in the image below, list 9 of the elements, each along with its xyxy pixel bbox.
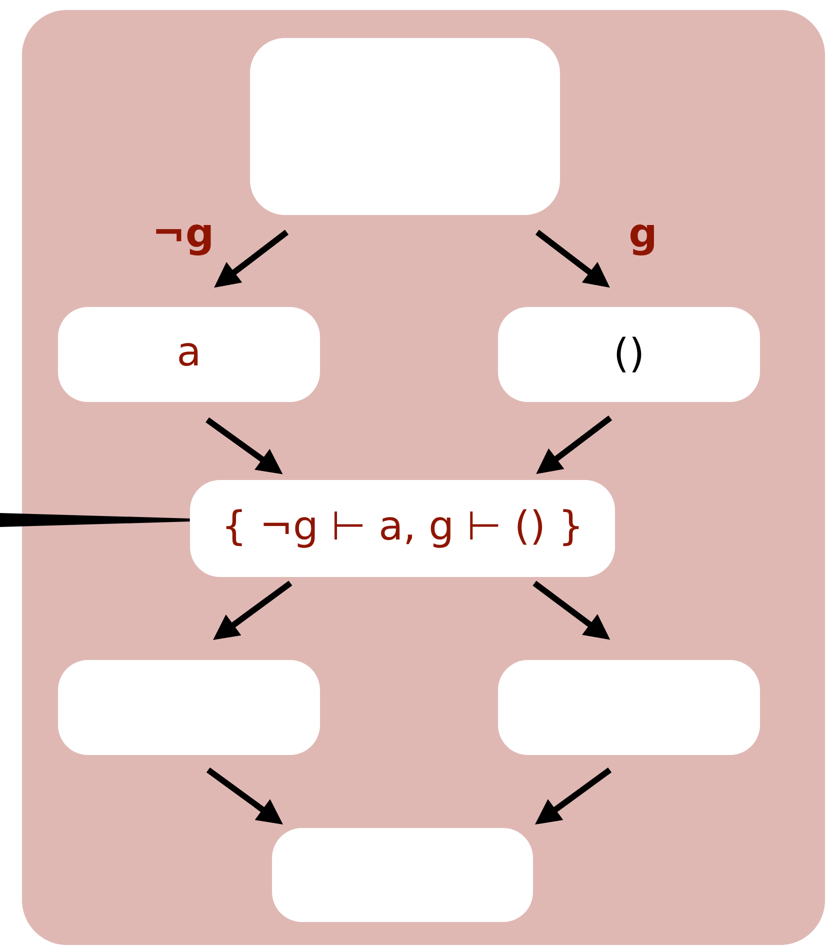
text-box: a <box>58 307 320 402</box>
empty-box <box>250 38 560 215</box>
edge-label: ¬g <box>156 224 211 256</box>
empty-box <box>272 828 533 922</box>
edge-label: g <box>630 224 654 256</box>
empty-box <box>58 660 320 755</box>
text-box: () <box>498 307 760 402</box>
empty-box <box>498 660 760 755</box>
text-box: { ¬g ⊢ a, g ⊢ () } <box>190 480 615 577</box>
